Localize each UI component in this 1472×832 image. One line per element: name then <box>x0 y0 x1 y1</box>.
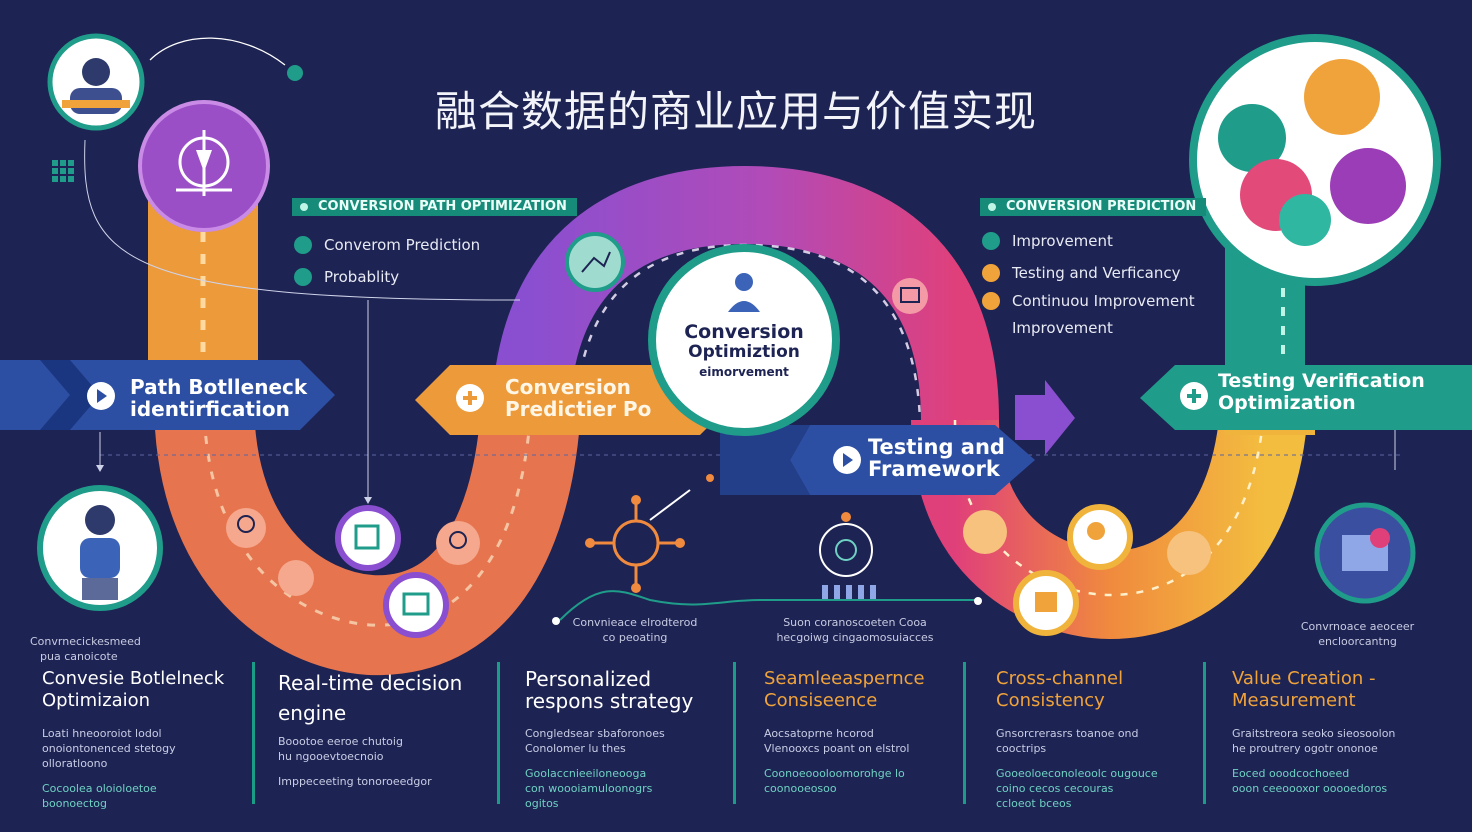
person-icon-circle <box>383 572 449 638</box>
bullet-right-2: Testing and Verficancy <box>982 263 1181 283</box>
arrow-conversion-prediction <box>415 365 735 435</box>
lower-right-arc-dashes <box>953 379 1267 597</box>
rocket-icon <box>1167 531 1211 575</box>
column-desc: Loati hneooroiot lodol onoiontonenced st… <box>42 727 176 770</box>
column-note: Eoced ooodcochoeed ooon ceeoooxor ooooed… <box>1232 767 1388 795</box>
column-desc: Aocsatoprne hcorod Vlenooxcs poant on el… <box>764 727 910 755</box>
divider-2 <box>497 662 500 804</box>
column-desc: Gnsorcrerasrs toanoe ond cooctrips <box>996 727 1139 755</box>
column-note: Imppeceeting tonoroeedgor <box>278 775 432 788</box>
center-circle <box>648 244 840 436</box>
center-label: Conversion Optimiztion eimorvement <box>684 321 804 379</box>
bulb-icon-right <box>436 521 480 565</box>
megaphone-icon <box>963 510 1007 554</box>
column-title: Value Creation -Measurement <box>1232 668 1376 711</box>
column-note: Coonoeoooloomorohge lo coonooeosoo <box>764 767 905 795</box>
divider-1 <box>252 662 255 804</box>
tag-conversion-path: CONVERSION PATH OPTIMIZATION <box>292 198 577 216</box>
page-title: 融合数据的商业应用与价值实现 <box>434 87 1037 136</box>
column-note: Cocoolea oloioloetoe boonoectog <box>42 782 157 810</box>
cluster-teal-small <box>1279 194 1331 246</box>
grid-icon <box>52 160 74 182</box>
target-radar-icon <box>819 512 876 599</box>
divider-5 <box>1203 662 1206 804</box>
cluster-teal <box>1218 104 1286 172</box>
arrow-path-chevron <box>40 360 100 430</box>
column-desc: Graitstreora seoko sieosoolon he proutre… <box>1232 727 1396 755</box>
cluster-purple <box>1330 148 1406 224</box>
column-desc: Congledsear sbaforonoes Conolomer lu the… <box>525 727 665 755</box>
divider-4 <box>963 662 966 804</box>
connector-top <box>149 37 286 66</box>
arrow-purple-head <box>1015 380 1075 455</box>
column-desc: Boootoe eeroe chutoig hu ngooevtoecnoio <box>278 735 403 763</box>
network-icon <box>585 474 714 593</box>
tag-conversion-prediction: CONVERSION PREDICTION <box>980 198 1207 216</box>
wave-line <box>559 590 980 621</box>
lightbulb-icon <box>226 508 266 548</box>
chart-icon-circle <box>565 232 625 292</box>
bullet-right-1: Improvement <box>982 231 1113 251</box>
arrow-testing-verification <box>1140 365 1472 430</box>
column-note: Goolaccnieeiloneooga con woooiamuloonogr… <box>525 767 653 810</box>
bullet-right-3: Continuou Improvement <box>982 291 1195 311</box>
upper-center-arc <box>491 165 999 431</box>
bullet-left-1: Converom Prediction <box>294 235 480 255</box>
column-value-creation: Value Creation -Measurement Graitstreora… <box>1232 668 1442 796</box>
lower-left-arc-dashes <box>202 399 532 627</box>
hand-icon <box>278 560 314 596</box>
bullet-left-2: Probablity <box>294 267 399 287</box>
cluster-orange <box>1304 59 1380 135</box>
divider-3 <box>733 662 736 804</box>
connector-left <box>84 139 521 301</box>
arrow-testing-framework <box>790 425 1035 495</box>
arrow-testing-tail <box>720 425 810 495</box>
book-icon <box>892 278 928 314</box>
column-note: Gooeoloeconoleoolc ougouce coino cecos c… <box>996 767 1158 810</box>
bullet-right-4: Improvement <box>1012 319 1113 337</box>
steps-icon-circle <box>335 505 401 571</box>
